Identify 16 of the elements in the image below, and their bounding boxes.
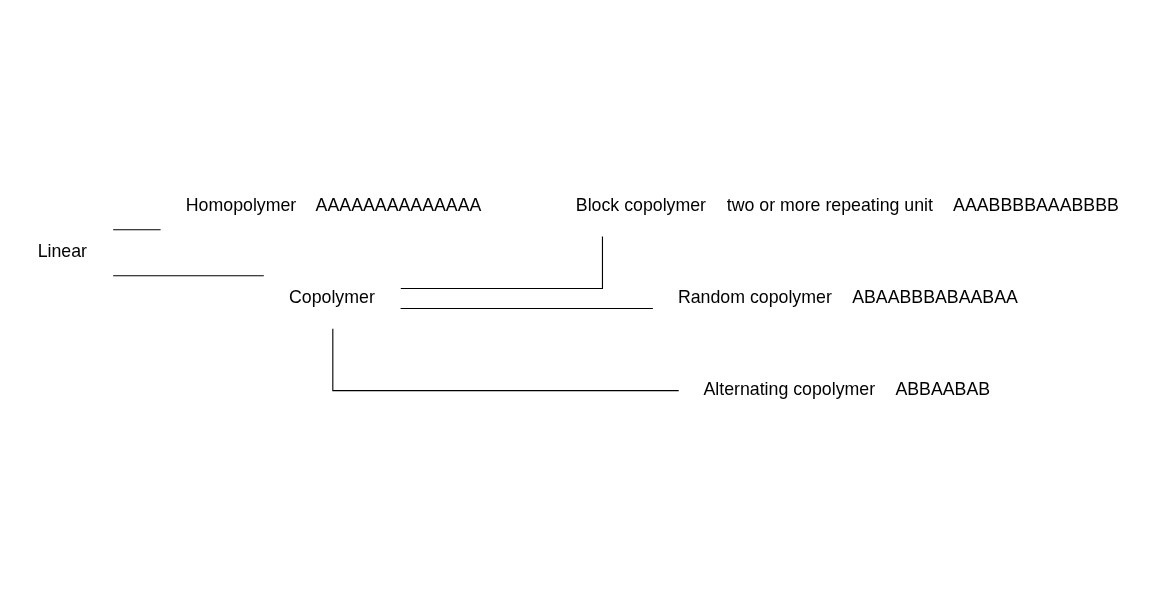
node-text: Linear — [37, 241, 87, 262]
node-text: Homopolymer — [185, 194, 297, 215]
node-text: Block copolymer — [575, 194, 707, 215]
node-text: Copolymer — [288, 286, 375, 307]
connector — [400, 235, 604, 290]
node-label: AAABBBBAAABBBB — [953, 194, 1119, 215]
node-label: AAAAAAAAAAAAAA — [315, 194, 482, 215]
node-text: Random copolymer — [677, 286, 832, 307]
connector — [332, 328, 680, 392]
connector — [400, 307, 654, 310]
node-label: ABAABBBABAABAA — [852, 286, 1018, 307]
node-text: Alternating copolymer — [703, 378, 876, 399]
node-label: ABBAABAB — [895, 378, 991, 399]
connector — [112, 275, 265, 277]
node-label: two or more repeating unit — [726, 194, 933, 215]
connector — [112, 229, 162, 231]
